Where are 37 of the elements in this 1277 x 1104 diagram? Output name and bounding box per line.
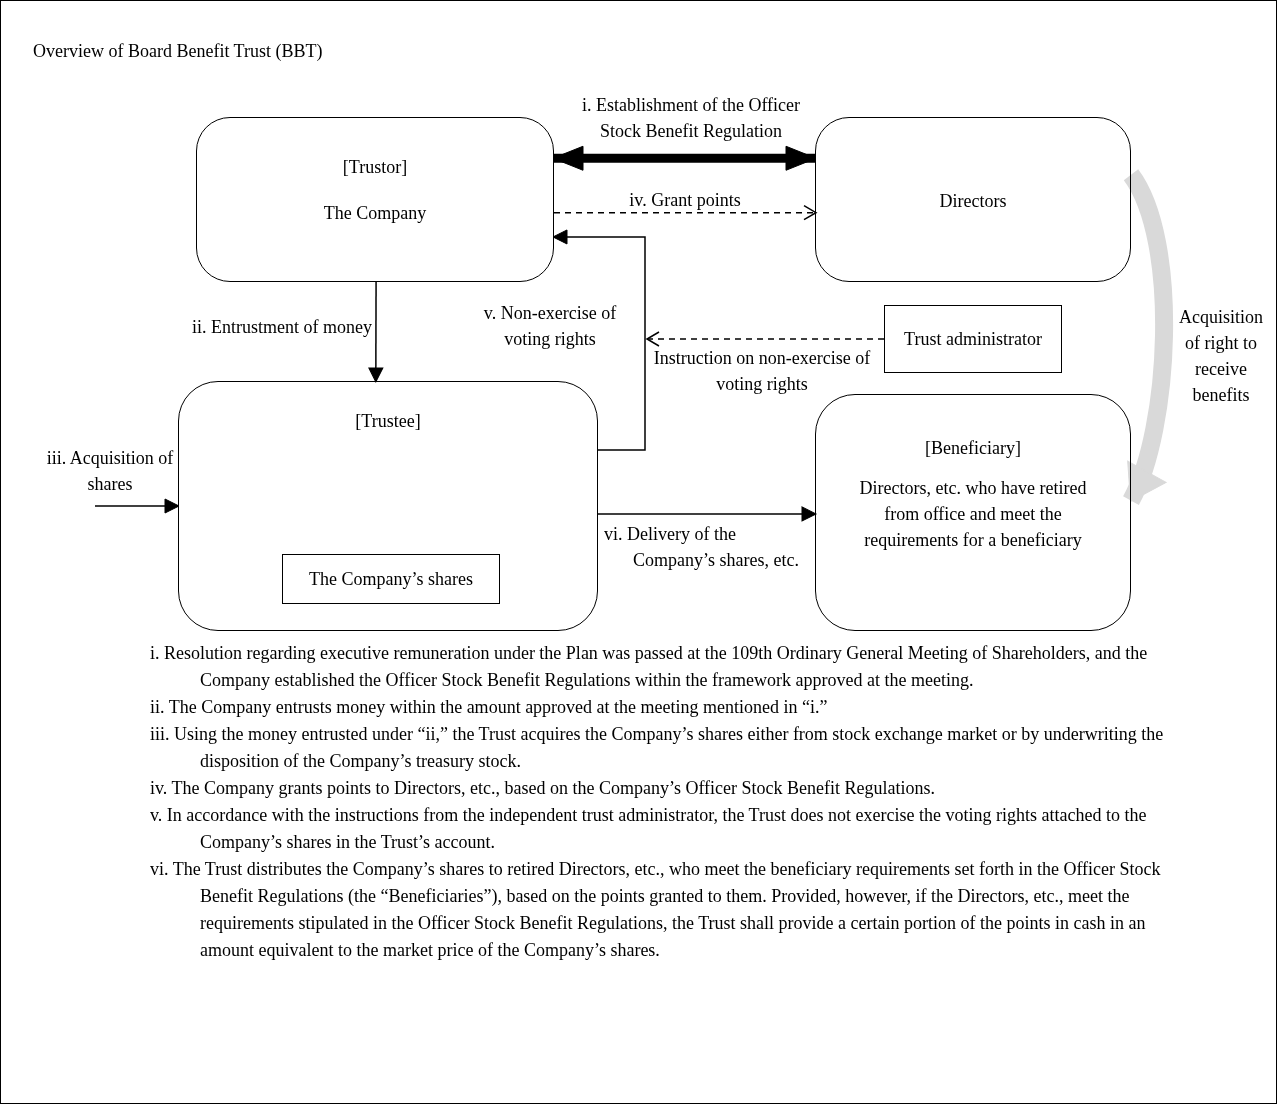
note-text: ii. The Company entrusts money within the amount approved at the meeting mentioned in “i.” <box>150 696 829 719</box>
node-text: [Trustee] <box>355 410 421 433</box>
note-text: vi. The Trust distributes the Company’s shares to retired Directors, etc., who meet the beneficiary requirements set forth in the Officer Stock Benefit Regulations (the “Beneficiaries”), based on the points granted to them. Provided, however, if the Directors, etc., meet the requirements stipulated in the Officer Stock Benefit Regulations, the Trust shall provide a certain portion of the points in cash in an amount equivalent to the market price of the Company’s shares. <box>150 858 1162 962</box>
node-text: The Company <box>323 202 427 225</box>
edge-label: vi. Delivery of the Company’s shares, etc. <box>604 523 800 572</box>
note-text: iii. Using the money entrusted under “ii,” the Trust acquires the Company’s shares either from stock exchange market or by underwriting the disposition of the Company’s treasury stock. <box>150 723 1165 773</box>
edge-label: iv. Grant points <box>628 189 742 212</box>
node-heading: [Beneficiary] <box>925 437 1021 460</box>
arrow <box>553 204 817 221</box>
arrow <box>646 331 885 347</box>
node-text: Trust administrator <box>904 328 1042 351</box>
arrow <box>597 506 817 522</box>
directors-box <box>815 117 1131 282</box>
node-text: Directors, etc. who have retired from office and meet the requirements for a beneficiary <box>858 477 1088 552</box>
beneficiary-box <box>815 394 1131 631</box>
edge-label: v. Non-exercise of voting rights <box>482 302 618 351</box>
trustor-box <box>196 117 554 282</box>
note-text: iv. The Company grants points to Directors, etc., based on the Company’s Officer Stock Benefit Regulations. <box>150 777 937 800</box>
edge-label: Acquisition of right to receive benefits <box>1178 306 1264 407</box>
edge-label: Instruction on non-exercise of voting rights <box>652 347 872 396</box>
node-heading: [Trustor] <box>342 156 408 179</box>
node-text: Directors <box>939 190 1007 213</box>
note-text: v. In accordance with the instructions from the independent trust administrator, the Trust does not exercise the voting rights attached to the Company’s shares in the Trust’s account. <box>150 804 1148 854</box>
trustee-box <box>178 381 598 631</box>
trust-administrator-box <box>884 305 1062 373</box>
diagram-title: Overview of Board Benefit Trust (BBT) <box>33 40 323 63</box>
edge-label: iii. Acquisition of shares <box>45 447 175 496</box>
edge-label: i. Establishment of the Officer Stock Benefit Regulation <box>580 94 802 143</box>
edge-label: ii. Entrustment of money <box>191 316 372 339</box>
node-text: The Company’s shares <box>309 568 473 591</box>
arrow <box>368 281 384 383</box>
block-arrow <box>1122 170 1173 505</box>
arrow <box>552 145 817 171</box>
arrow <box>552 229 646 451</box>
shares-box <box>282 554 500 604</box>
arrow <box>94 498 180 514</box>
note-text: i. Resolution regarding executive remuneration under the Plan was passed at the 109th Ordinary General Meeting of Shareholders, and the Company established the Officer Stock Benefit Regulations within the framework approved at the meeting. <box>150 642 1149 692</box>
